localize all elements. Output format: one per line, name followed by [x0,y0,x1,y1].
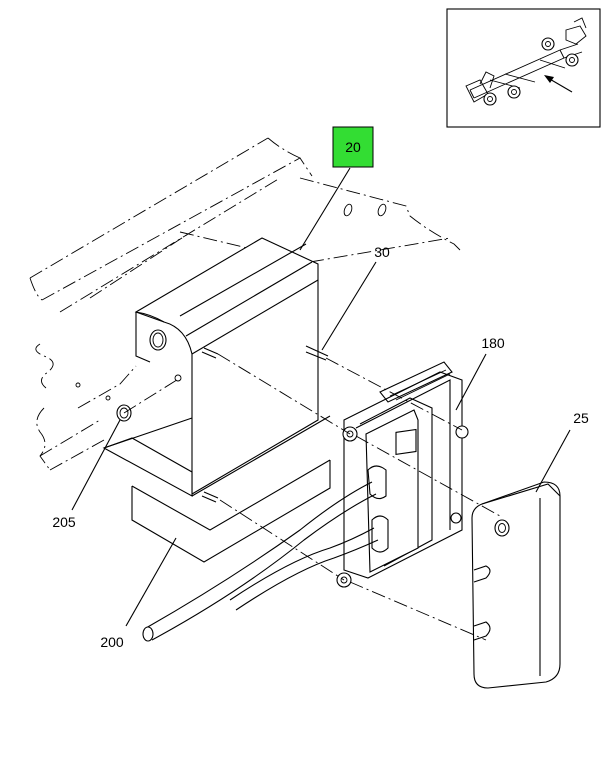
harness-part [142,481,379,642]
bracket-part [102,237,331,563]
alignment-lines [123,353,501,641]
leader-lines [71,167,571,627]
svg-text:20: 20 [345,139,361,155]
module-part [336,361,469,588]
locator-inset [446,8,601,128]
callout-200[interactable]: 200 [100,634,124,650]
locator-inset-frame [446,8,601,128]
callout-30[interactable]: 30 [374,244,390,260]
callout-highlight-box [332,126,374,168]
callout-205[interactable]: 205 [52,514,76,530]
callout-20[interactable]: 20 [332,126,374,168]
locator-arrow-icon [544,75,573,93]
chassis-thumbnail [465,17,587,106]
cover-part [471,481,561,689]
callout-25[interactable]: 25 [573,410,589,426]
callout-180[interactable]: 180 [481,335,505,351]
